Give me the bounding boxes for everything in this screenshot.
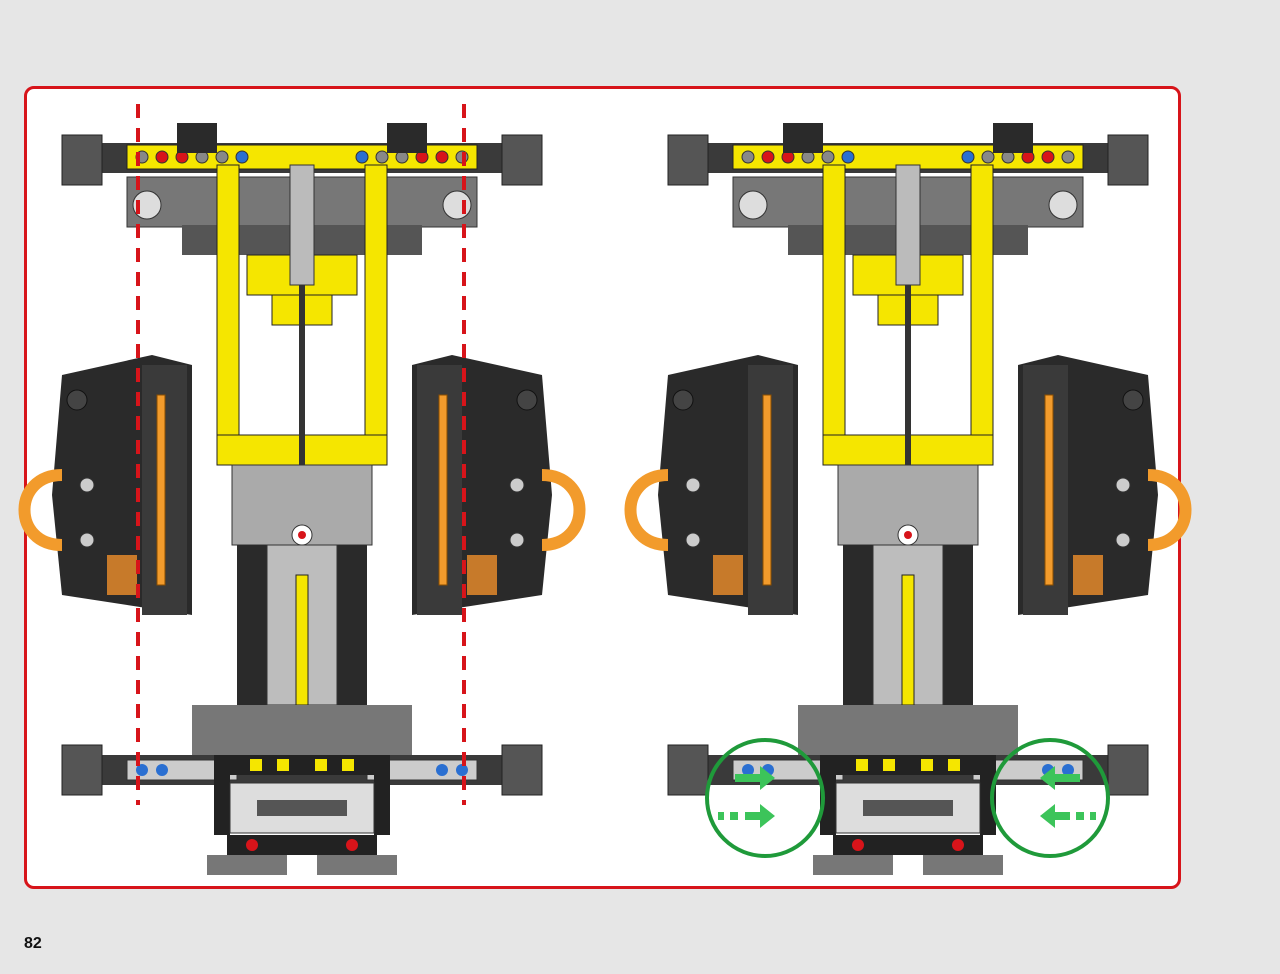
page-number: 82 [24,935,42,952]
red-guide-lines [136,104,466,805]
right-model-view [631,123,1186,875]
left-connector-callout [705,738,825,858]
right-connector-callout [990,738,1110,858]
left-model-view [25,123,580,875]
